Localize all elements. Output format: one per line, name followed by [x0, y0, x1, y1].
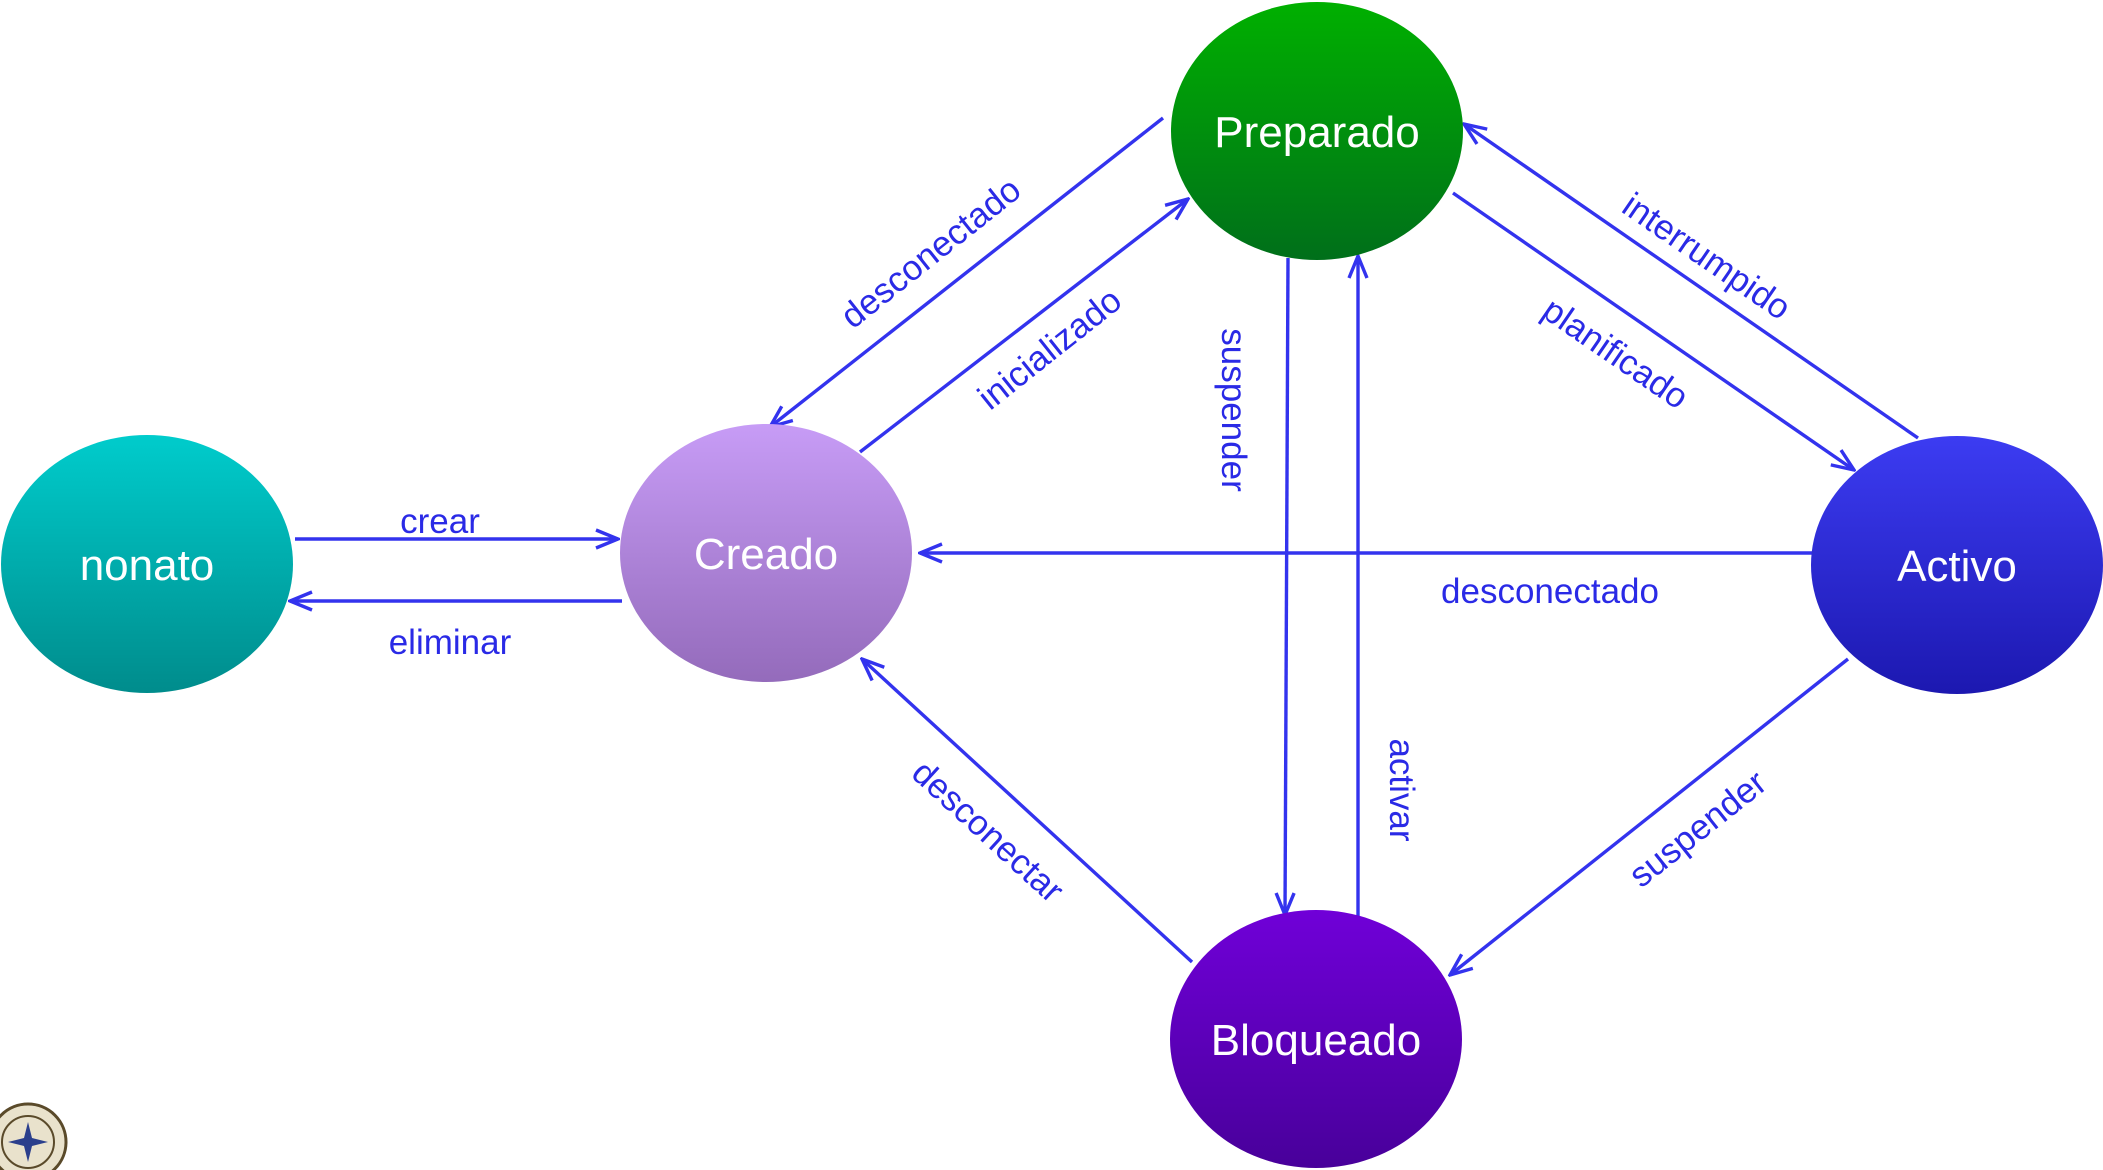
state-nonato-label: nonato — [80, 541, 215, 590]
label-desconectado-activo-creado: desconectado — [1441, 572, 1659, 611]
edge-interrumpido — [1464, 124, 1919, 440]
label-desconectado-preparado-creado: desconectado — [833, 170, 1028, 336]
state-activo: Activo — [1811, 436, 2103, 694]
state-creado-node — [620, 424, 912, 682]
label-activar: activar — [1382, 738, 1421, 841]
state-creado: Creado — [620, 424, 912, 682]
edge-planificado — [1452, 191, 1854, 470]
state-bloqueado-label: Bloqueado — [1211, 1016, 1421, 1065]
state-nonato-node — [1, 435, 293, 693]
label-planificado: planificado — [1536, 290, 1696, 417]
state-nonato: nonato — [1, 435, 293, 693]
state-preparado-label: Preparado — [1214, 108, 1419, 157]
label-suspender-preparado-bloqueado: suspender — [1214, 328, 1253, 492]
edge-desconectar — [862, 659, 1194, 964]
seal-logo — [0, 1102, 68, 1170]
label-interrumpido: interrumpido — [1615, 185, 1797, 327]
state-preparado: Preparado — [1171, 2, 1463, 260]
edge-suspender-activo-bloqueado — [1450, 657, 1850, 975]
state-activo-node — [1811, 436, 2103, 694]
label-crear: crear — [400, 502, 480, 541]
state-preparado-node — [1171, 2, 1463, 260]
edge-suspender-preparado-bloqueado — [1285, 257, 1288, 915]
state-creado-label: Creado — [694, 530, 838, 579]
label-suspender-activo-bloqueado: suspender — [1622, 763, 1774, 895]
state-bloqueado: Bloqueado — [1170, 910, 1462, 1168]
state-bloqueado-node — [1170, 910, 1462, 1168]
edges — [290, 116, 1919, 975]
label-eliminar: eliminar — [389, 623, 512, 662]
edge-desconectado-preparado-creado — [770, 116, 1165, 427]
edge-inicializado — [858, 199, 1188, 454]
state-activo-label: Activo — [1897, 542, 2017, 591]
